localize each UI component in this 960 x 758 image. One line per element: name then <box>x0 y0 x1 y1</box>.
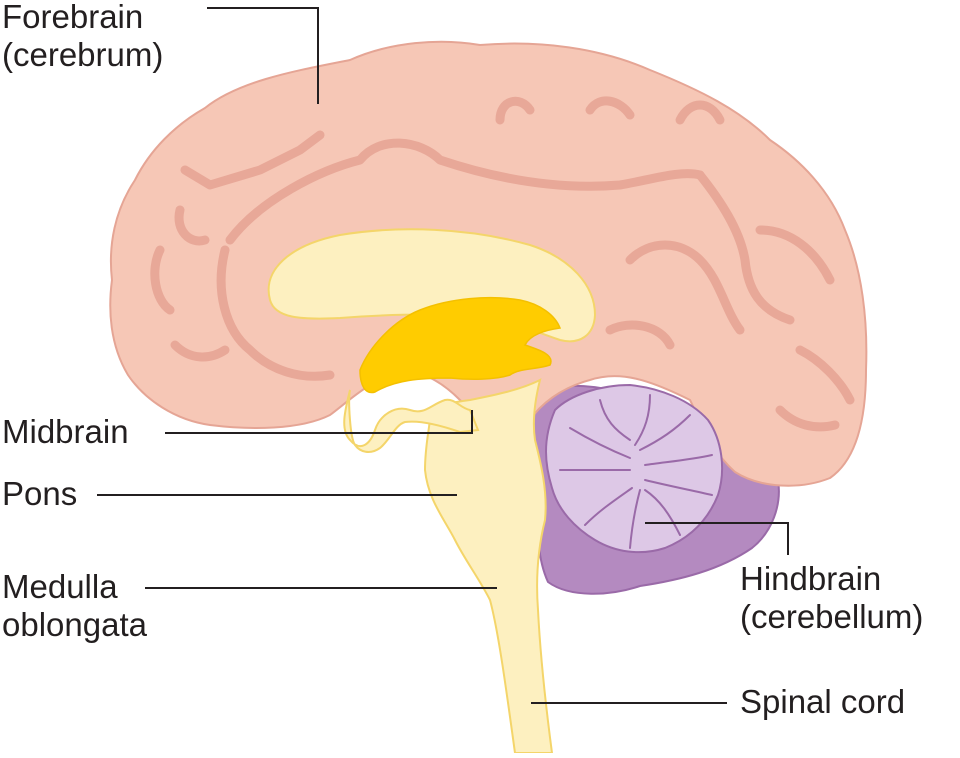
label-spinal-cord: Spinal cord <box>740 683 906 720</box>
label-pons: Pons <box>2 475 78 512</box>
label-hindbrain: Hindbrain (cerebellum) <box>740 560 923 636</box>
thalamus <box>359 296 562 394</box>
label-midbrain: Midbrain <box>2 413 129 450</box>
brainstem <box>423 378 554 754</box>
leader-lines <box>97 7 789 704</box>
label-medulla-line1: Medulla <box>2 568 118 605</box>
label-forebrain-line2: (cerebrum) <box>2 36 164 73</box>
cerebrum-sulci <box>150 96 855 432</box>
label-medulla-line2: oblongata <box>2 606 147 643</box>
forebrain-leader <box>207 7 319 104</box>
midbrain-leader <box>165 410 473 434</box>
label-forebrain-line1: Forebrain <box>2 0 144 35</box>
cerebellum-folia <box>559 394 713 549</box>
label-hindbrain-line2: (cerebellum) <box>740 598 924 635</box>
label-medulla: Medulla oblongata <box>2 568 147 644</box>
midbrain-region <box>343 389 480 453</box>
label-forebrain: Forebrain (cerebrum) <box>2 0 163 74</box>
label-hindbrain-line1: Hindbrain <box>740 560 882 597</box>
hindbrain-leader <box>645 522 789 555</box>
